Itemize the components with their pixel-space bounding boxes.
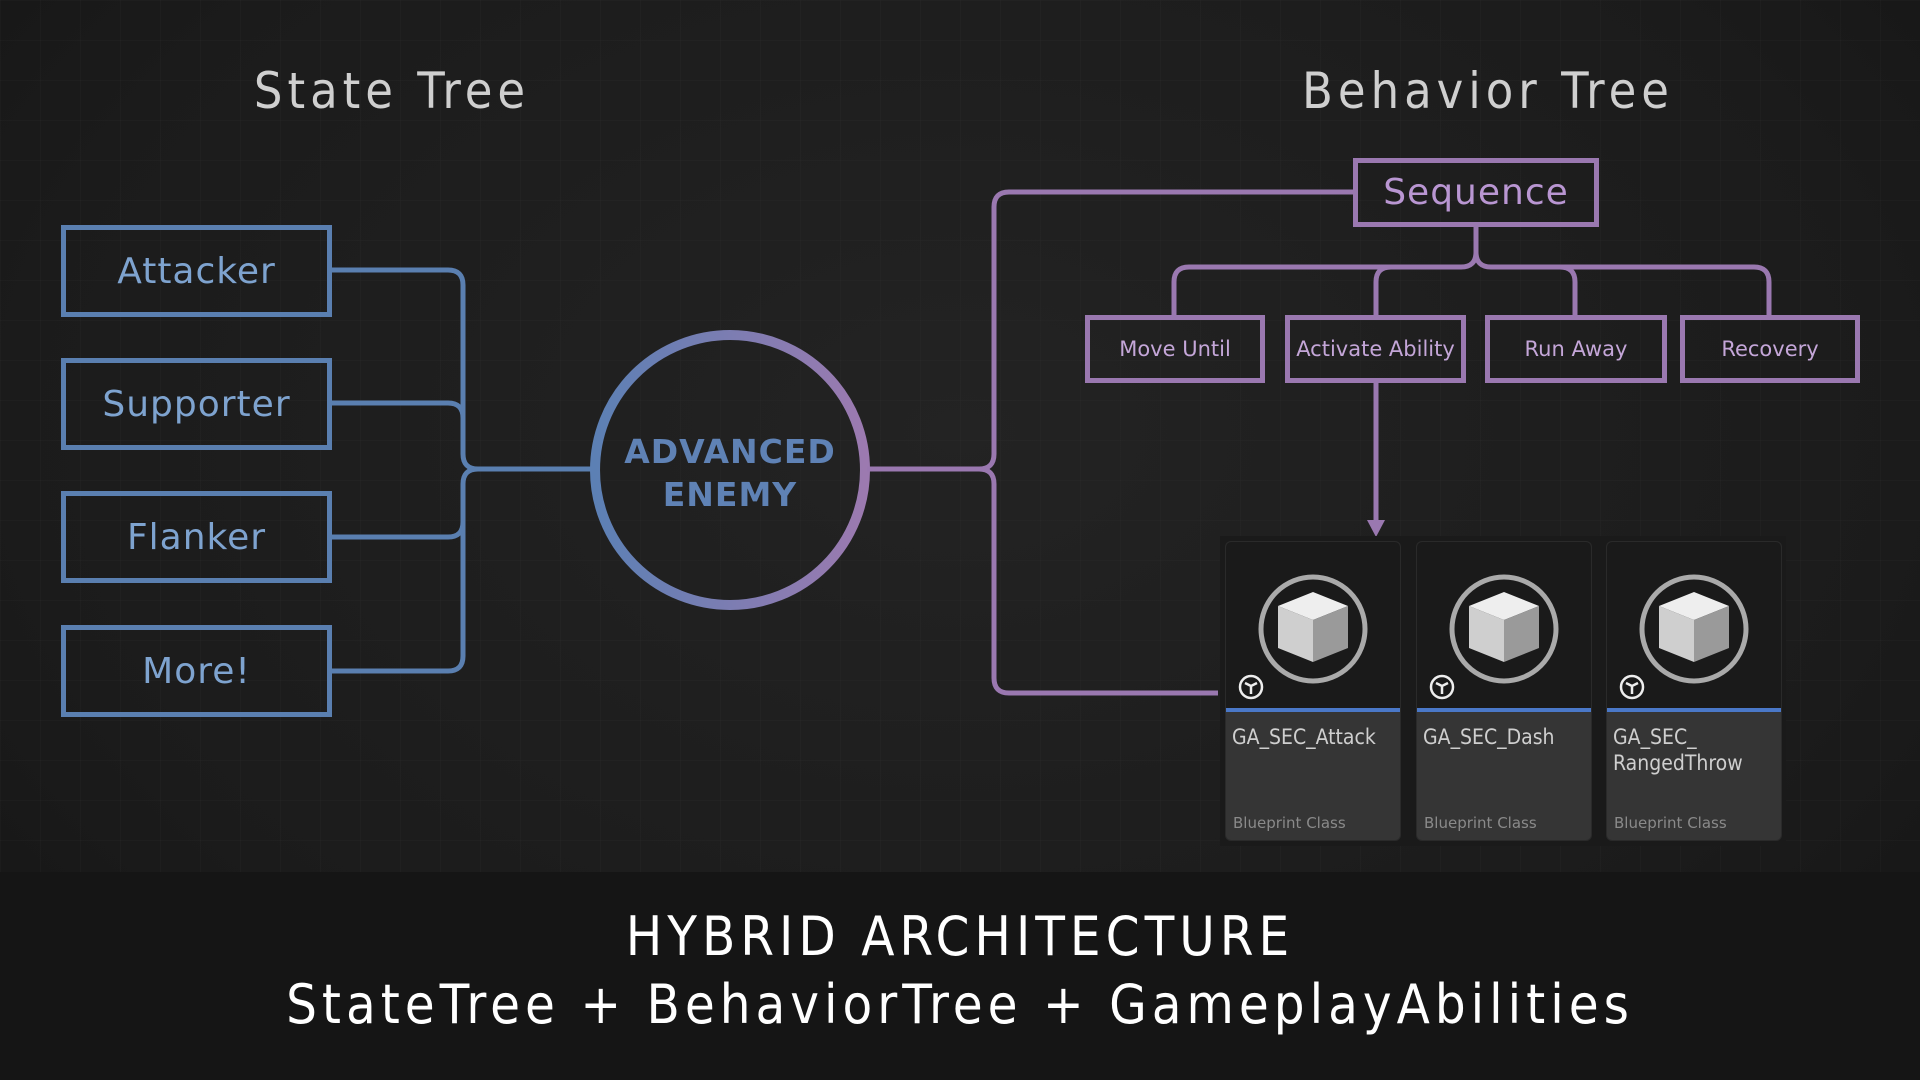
state-supporter: Supporter — [61, 358, 332, 450]
behavior-tree-title: Behavior Tree — [1302, 62, 1674, 120]
center-line-1: ADVANCED — [624, 432, 836, 471]
blueprint-cube-icon — [1238, 574, 1368, 700]
state-tree-connectors — [331, 267, 593, 674]
center-line-2: ENEMY — [662, 475, 798, 514]
blueprint-cube-icon — [1619, 574, 1749, 700]
ability-name: GA_SEC_Attack — [1232, 725, 1376, 749]
ability-card[interactable]: GA_SEC_Attack Blueprint Class — [1226, 542, 1400, 840]
ability-card[interactable]: GA_SEC_Dash Blueprint Class — [1417, 542, 1591, 840]
footer-subtitle: StateTree + BehaviorTree + GameplayAbili… — [286, 973, 1634, 1036]
ability-name: GA_SEC_Dash — [1423, 725, 1555, 749]
advanced-enemy-ring — [590, 330, 870, 610]
blueprint-cube-icon — [1429, 574, 1559, 700]
thumbnail — [1226, 542, 1400, 712]
sequence-node: Sequence — [1353, 158, 1599, 227]
bt-run-away: Run Away — [1485, 315, 1667, 383]
bt-activate-ability: Activate Ability — [1285, 315, 1466, 383]
ability-type: Blueprint Class — [1614, 814, 1727, 832]
ability-type: Blueprint Class — [1233, 814, 1346, 832]
state-attacker: Attacker — [61, 225, 332, 317]
ability-card[interactable]: GA_SEC_ RangedThrow Blueprint Class — [1607, 542, 1781, 840]
state-more: More! — [61, 625, 332, 717]
footer-bar — [0, 872, 1920, 1080]
advanced-enemy-label: ADVANCED ENEMY — [593, 430, 867, 516]
footer-title: HYBRID ARCHITECTURE — [625, 905, 1295, 968]
behavior-tree-connectors — [867, 189, 1772, 696]
thumbnail — [1417, 542, 1591, 712]
arrow-head-icon — [1367, 520, 1385, 537]
state-tree-title: State Tree — [253, 62, 531, 120]
bt-move-until: Move Until — [1085, 315, 1265, 383]
state-flanker: Flanker — [61, 491, 332, 583]
ability-name: GA_SEC_ RangedThrow — [1613, 725, 1743, 775]
bt-recovery: Recovery — [1680, 315, 1860, 383]
thumbnail — [1607, 542, 1781, 712]
ability-type: Blueprint Class — [1424, 814, 1537, 832]
